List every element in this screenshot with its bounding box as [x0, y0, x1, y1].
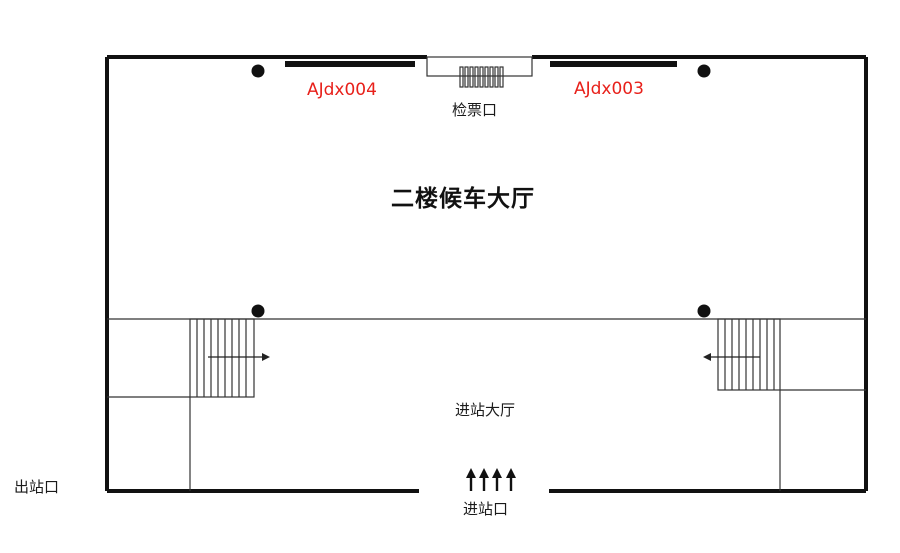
up-arrow-icon: [466, 468, 516, 491]
hall-title: 二楼候车大厅: [391, 186, 535, 212]
right-corridor-lines: [779, 389, 866, 491]
left-arrow-icon: [703, 353, 760, 361]
column-dot-top-right: [697, 64, 711, 78]
right-arrow-icon: [208, 353, 270, 361]
ticket-gate-box: [426, 56, 533, 88]
ticket-gate-label: 检票口: [452, 101, 498, 119]
staircase-right: [717, 318, 781, 391]
column-dot-mid-left: [251, 304, 265, 318]
device-label-right: AJdx003: [574, 79, 644, 99]
column-dot-top-left: [251, 64, 265, 78]
entry-hall-label: 进站大厅: [455, 401, 516, 419]
outer-walls: [105, 55, 868, 493]
staircase-left: [189, 318, 255, 398]
left-corridor-lines: [107, 396, 191, 491]
exit-gate-label: 出站口: [14, 478, 60, 496]
entry-gate-label: 进站口: [463, 500, 509, 518]
device-label-left: AJdx004: [307, 80, 377, 100]
column-dot-mid-right: [697, 304, 711, 318]
gate-turnstile-icon: [459, 66, 504, 88]
